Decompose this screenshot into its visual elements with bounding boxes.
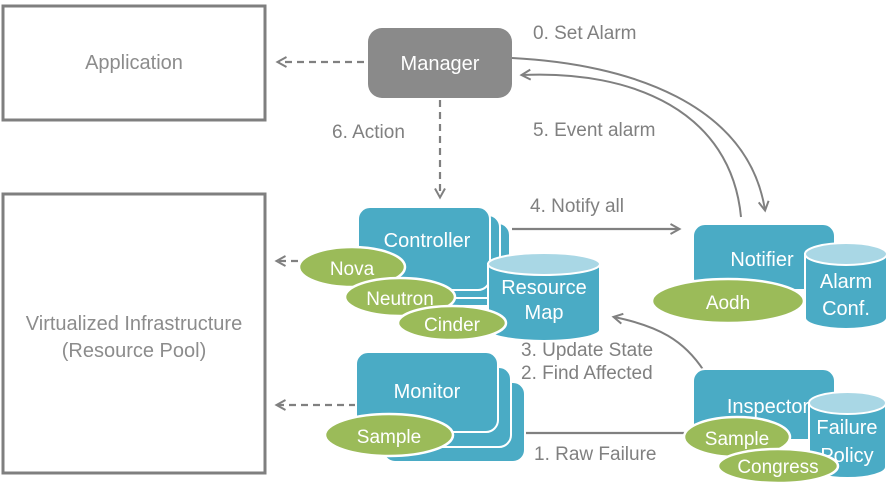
failure-policy-cylinder-top <box>808 391 887 415</box>
notifier-label: Notifier <box>730 249 794 271</box>
arc-manager-to-notifier-set-alarm <box>511 57 770 213</box>
flow-label-update-state: 3. Update State <box>521 340 653 361</box>
aodh-label: Aodh <box>706 293 750 314</box>
neutron-ellipse <box>343 276 457 318</box>
flow-label-action: 6. Action <box>332 122 405 143</box>
resource-map-label-line1: Resource <box>501 277 587 299</box>
alarm-conf-label-line2: Conf. <box>822 298 870 320</box>
virtualized-infrastructure-label-line2: (Resource Pool) <box>62 340 207 362</box>
monitor-sample-label: Sample <box>357 427 421 448</box>
alarm-conf-datastore: Alarm Conf. <box>804 242 888 330</box>
manager-node: Manager <box>368 28 512 98</box>
resource-map-cylinder-top <box>487 252 601 276</box>
inspector-label: Inspector <box>727 396 810 418</box>
nova-label: Nova <box>330 259 375 280</box>
virtualized-infrastructure-box-shape <box>1 192 267 475</box>
application-label: Application <box>85 52 183 74</box>
connectors <box>274 56 770 435</box>
alarm-conf-cylinder-body <box>804 253 888 330</box>
controller-label: Controller <box>384 230 471 252</box>
congress-ellipse <box>716 447 840 485</box>
cinder-label: Cinder <box>424 315 481 336</box>
application-box: Application <box>1 4 267 122</box>
virtualized-infrastructure-label-line1: Virtualized Infrastructure <box>26 313 242 335</box>
manager-label: Manager <box>401 53 480 75</box>
neutron-label: Neutron <box>366 289 434 310</box>
manager-box-shape <box>368 28 512 98</box>
monitor-sample-ellipse <box>323 412 455 458</box>
monitor-label: Monitor <box>394 381 461 403</box>
application-box-shape <box>1 4 267 122</box>
flow-label-find-affected: 2. Find Affected <box>521 363 653 384</box>
resource-map-datastore: Resource Map <box>487 252 601 342</box>
aodh-ellipse <box>650 277 806 325</box>
congress-label: Congress <box>737 457 818 478</box>
flow-labels: 0. Set Alarm 6. Action 5. Event alarm 4.… <box>332 23 657 465</box>
flow-label-event-alarm: 5. Event alarm <box>533 120 656 141</box>
alarm-conf-cylinder-top <box>804 242 888 266</box>
failure-policy-label-line1: Failure <box>816 417 877 439</box>
inspector-sample-label: Sample <box>705 429 769 450</box>
virtualized-infrastructure-box: Virtualized Infrastructure (Resource Poo… <box>1 192 267 475</box>
plugin-ellipses: Nova Neutron Cinder Sample Aodh Sample C… <box>297 245 840 485</box>
arc-inspector-to-resource-map <box>611 312 705 372</box>
flow-label-raw-failure: 1. Raw Failure <box>534 444 657 465</box>
flow-label-set-alarm: 0. Set Alarm <box>533 23 637 44</box>
resource-map-label-line2: Map <box>525 302 564 324</box>
notifier-node: Notifier <box>692 223 836 291</box>
arc-notifier-to-manager-event-alarm <box>519 68 742 218</box>
flow-label-notify-all: 4. Notify all <box>530 196 624 217</box>
cinder-ellipse <box>396 304 508 342</box>
alarm-conf-label-line1: Alarm <box>820 271 872 293</box>
